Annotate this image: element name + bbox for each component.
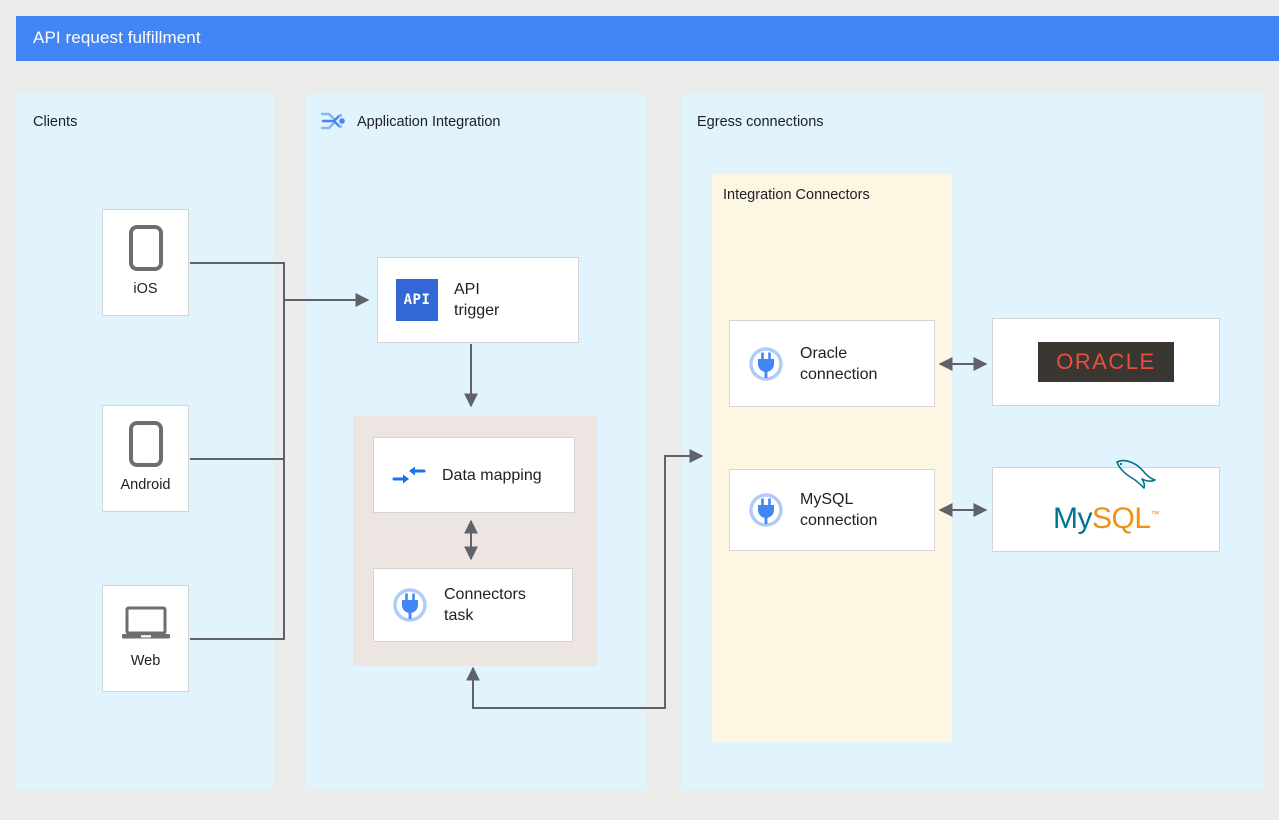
node-data-mapping[interactable]: Data mapping — [373, 437, 575, 513]
panel-clients-label: Clients — [33, 114, 78, 130]
client-card-android[interactable]: Android — [102, 405, 189, 512]
node-mysql-connection-label: MySQL connection — [800, 489, 877, 531]
client-card-web[interactable]: Web — [102, 585, 189, 692]
client-label-web: Web — [130, 653, 161, 669]
node-connectors-task-label: Connectors task — [444, 584, 526, 626]
node-mysql-connection[interactable]: MySQL connection — [729, 469, 935, 551]
connectors-plug-icon — [393, 588, 427, 622]
header-bar: API request fulfillment — [16, 16, 1279, 61]
connectors-plug-icon — [749, 493, 783, 527]
oracle-logo: ORACLE — [1038, 342, 1174, 382]
node-connectors-task-label-line2: task — [444, 607, 474, 624]
node-api-trigger-label-line2: trigger — [454, 302, 500, 319]
subpanel-integration-connectors-label: Integration Connectors — [723, 187, 870, 203]
node-oracle-connection-label: Oracle connection — [800, 343, 877, 385]
page-title: API request fulfillment — [33, 28, 201, 47]
mysql-dolphin-icon — [1116, 459, 1156, 489]
subpanel-integration-connectors — [712, 174, 952, 742]
client-label-android: Android — [120, 477, 171, 493]
phone-icon — [128, 421, 163, 467]
node-oracle-connection-label-line1: Oracle — [800, 344, 848, 362]
node-api-trigger-label: API trigger — [454, 279, 499, 321]
node-connectors-task-label-line1: Connectors — [444, 586, 526, 603]
api-badge-icon: API — [396, 279, 438, 321]
data-mapping-arrows-icon — [392, 466, 426, 484]
node-connectors-task[interactable]: Connectors task — [373, 568, 573, 642]
node-api-trigger-label-line1: API — [454, 281, 480, 298]
laptop-icon — [121, 606, 170, 639]
node-oracle-connection[interactable]: Oracle connection — [729, 320, 935, 407]
node-data-mapping-label: Data mapping — [442, 466, 542, 484]
node-mysql-connection-label-line2: connection — [800, 512, 878, 529]
logo-card-oracle: ORACLE — [992, 318, 1220, 406]
mysql-logo-tm: ™ — [1150, 509, 1160, 519]
client-card-ios[interactable]: iOS — [102, 209, 189, 316]
mysql-logo-sql: SQL — [1091, 502, 1151, 535]
mysql-logo: MySQL™ — [1052, 459, 1160, 535]
logo-card-mysql: MySQL™ — [992, 459, 1220, 552]
connectors-plug-icon — [749, 346, 783, 381]
node-api-trigger[interactable]: API API trigger — [377, 257, 579, 343]
client-label-ios: iOS — [133, 281, 158, 297]
phone-icon — [128, 225, 163, 271]
node-oracle-connection-label-line2: connection — [800, 365, 878, 383]
panel-egress-connections-label: Egress connections — [697, 114, 824, 130]
node-mysql-connection-label-line1: MySQL — [800, 491, 854, 508]
application-integration-icon — [320, 112, 345, 130]
panel-application-integration-label: Application Integration — [357, 114, 501, 130]
mysql-logo-my: My — [1052, 502, 1093, 535]
